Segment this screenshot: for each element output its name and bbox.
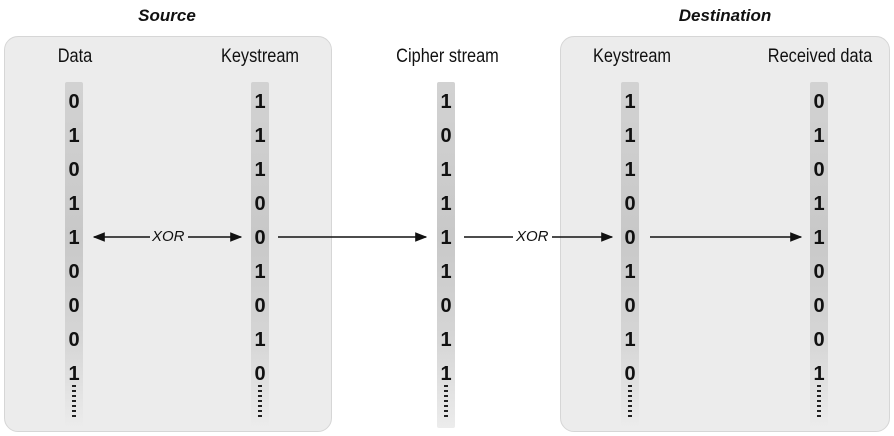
source-keystream-column-header: Keystream — [220, 46, 300, 67]
bit: 1 — [254, 159, 266, 181]
bit: 0 — [624, 363, 636, 385]
bit: 1 — [440, 193, 452, 215]
bit: 1 — [624, 261, 636, 283]
bit: 0 — [254, 193, 266, 215]
data-bits: 0 1 0 1 1 0 0 0 1 — [59, 85, 89, 391]
cipher-stream-column-header: Cipher stream — [396, 46, 499, 67]
bit: 0 — [440, 125, 452, 147]
bit: 0 — [68, 91, 80, 113]
destination-keystream-column-header: Keystream — [592, 46, 672, 67]
bit: 0 — [68, 295, 80, 317]
bit: 0 — [68, 329, 80, 351]
cipher-stream-continuation-dots — [444, 385, 448, 417]
bit: 1 — [813, 363, 825, 385]
bit: 0 — [254, 363, 266, 385]
data-continuation-dots — [72, 385, 76, 417]
bit: 0 — [624, 193, 636, 215]
destination-keystream-continuation-dots — [628, 385, 632, 417]
bit: 0 — [813, 159, 825, 181]
bit: 1 — [624, 91, 636, 113]
destination-keystream-bit-bar — [621, 82, 639, 428]
bit: 1 — [440, 329, 452, 351]
bit: 1 — [68, 125, 80, 147]
bit: 1 — [254, 329, 266, 351]
bit: 1 — [813, 193, 825, 215]
bit: 1 — [254, 91, 266, 113]
bit: 1 — [254, 125, 266, 147]
destination-keystream-bits: 1 1 1 0 0 1 0 1 0 — [615, 85, 645, 391]
bit: 0 — [813, 295, 825, 317]
xor-label-destination: XOR — [516, 228, 549, 245]
received-data-continuation-dots — [817, 385, 821, 417]
destination-title: Destination — [678, 6, 772, 25]
bit: 0 — [813, 91, 825, 113]
bit: 1 — [624, 125, 636, 147]
bit: 0 — [254, 295, 266, 317]
source-keystream-continuation-dots — [258, 385, 262, 417]
source-title: Source — [138, 6, 196, 25]
received-data-column-header: Received data — [767, 46, 873, 67]
bit: 0 — [624, 295, 636, 317]
xor-label-source: XOR — [152, 228, 185, 245]
bit: 1 — [440, 91, 452, 113]
data-bit-bar — [65, 82, 83, 428]
source-panel — [4, 36, 332, 432]
bit: 1 — [440, 159, 452, 181]
bit: 0 — [440, 295, 452, 317]
bit: 1 — [68, 227, 80, 249]
cipher-stream-bit-bar — [437, 82, 455, 428]
bit: 1 — [813, 227, 825, 249]
bit: 0 — [813, 329, 825, 351]
bit: 1 — [440, 227, 452, 249]
bit: 1 — [440, 363, 452, 385]
source-keystream-bit-bar — [251, 82, 269, 428]
bit: 0 — [624, 227, 636, 249]
data-column-header: Data — [57, 46, 93, 67]
bit: 1 — [624, 329, 636, 351]
bit: 1 — [254, 261, 266, 283]
received-data-bits: 0 1 0 1 1 0 0 0 1 — [804, 85, 834, 391]
bit: 1 — [813, 125, 825, 147]
cipher-stream-bits: 1 0 1 1 1 1 0 1 1 — [431, 85, 461, 391]
source-keystream-bits: 1 1 1 0 0 1 0 1 0 — [245, 85, 275, 391]
bit: 0 — [813, 261, 825, 283]
bit: 1 — [68, 193, 80, 215]
bit: 1 — [68, 363, 80, 385]
destination-panel — [560, 36, 890, 432]
received-data-bit-bar — [810, 82, 828, 428]
bit: 0 — [254, 227, 266, 249]
bit: 0 — [68, 261, 80, 283]
bit: 1 — [624, 159, 636, 181]
bit: 1 — [440, 261, 452, 283]
bit: 0 — [68, 159, 80, 181]
